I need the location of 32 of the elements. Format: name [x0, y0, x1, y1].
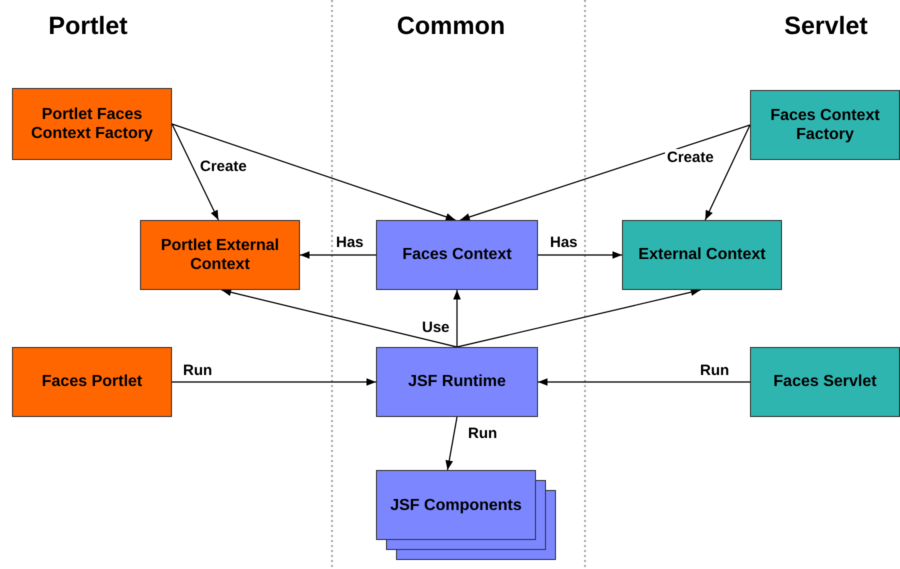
column-heading: Servlet — [784, 12, 868, 41]
process-box — [140, 220, 300, 290]
arrow — [453, 290, 461, 347]
node-label: Faces Context Factory — [769, 106, 881, 144]
column-heading: Portlet — [48, 12, 128, 41]
node-label: Faces Servlet — [773, 372, 877, 392]
arrow — [538, 251, 622, 259]
arrow — [172, 123, 456, 221]
arrow — [538, 378, 750, 386]
node-label: JSF Components — [389, 496, 523, 516]
arrow — [445, 416, 458, 470]
arrow — [704, 124, 751, 220]
process-box — [376, 347, 538, 417]
node-label: Faces Portlet — [42, 372, 142, 392]
arrow — [460, 124, 750, 221]
node-label: Faces Context — [402, 245, 512, 265]
arrow — [171, 124, 219, 220]
arrow — [300, 251, 376, 259]
node-label: Portlet External Context — [160, 236, 280, 274]
node-label: JSF Runtime — [408, 372, 506, 392]
process-box — [750, 347, 900, 417]
process-box — [12, 88, 172, 160]
process-box — [750, 90, 900, 160]
node-label: Portlet Faces Context Factory — [30, 104, 154, 144]
arrow — [221, 288, 458, 348]
arrow — [172, 378, 376, 386]
arrow — [456, 288, 701, 348]
process-box — [12, 347, 172, 417]
process-box — [376, 220, 538, 290]
column-heading: Common — [396, 12, 506, 41]
process-box — [622, 220, 782, 290]
node-label: External Context — [638, 245, 766, 265]
